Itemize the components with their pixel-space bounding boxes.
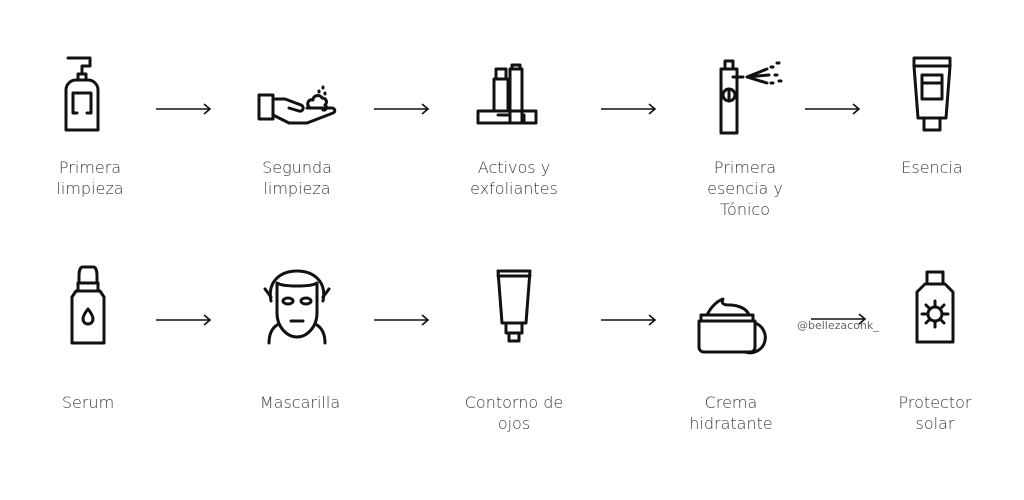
label-line: Contorno de [464,393,564,412]
step-label: Serum [8,392,168,413]
cream-jar-icon [695,285,775,365]
label-line: exfoliantes [470,179,558,198]
step-label: Primera limpieza [10,157,170,199]
label-line: Esencia [901,158,963,177]
dropper-bottle-icon [48,265,128,345]
arrow-icon [811,310,867,325]
label-line: Crema [704,393,758,412]
label-line: Primera [58,158,122,177]
step-label: Activos y exfoliantes [434,157,594,199]
step-label: Crema hidratante [651,392,811,434]
sunscreen-bottle-icon [895,268,975,348]
label-line: hidratante [689,414,773,433]
label-line: esencia y [707,179,783,198]
pump-bottle-icon [50,55,130,135]
arrow-icon [156,311,212,326]
step-label: Esencia [852,157,1012,178]
bottles-icon [474,55,554,135]
hand-foam-icon [257,55,337,135]
step-label: Primera esencia y Tónico [665,157,825,220]
arrow-icon [805,100,861,115]
eye-contour-tube-icon [474,268,554,348]
label-line: Segunda [262,158,332,177]
arrow-icon [601,100,657,115]
label-line: solar [915,414,955,433]
arrow-icon [374,100,430,115]
label-line: Protector [898,393,972,412]
arrow-icon [601,311,657,326]
label-line: Tónico [719,200,770,219]
step-label: Mascarilla [220,392,380,413]
watermark: @bellezaconk_ [797,319,879,332]
label-line: limpieza [263,179,331,198]
label-line: Mascarilla [259,393,341,412]
step-label: Protector solar [855,392,1015,434]
step-label: Contorno de ojos [434,392,594,434]
label-line: limpieza [56,179,124,198]
step-label: Segunda limpieza [217,157,377,199]
spray-bottle-icon [705,55,785,135]
arrow-icon [156,100,212,115]
label-line: Activos y [477,158,551,177]
label-line: Serum [61,393,115,412]
label-line: Primera [713,158,777,177]
face-mask-icon [257,265,337,345]
tube-icon [892,55,972,135]
label-line: ojos [497,414,531,433]
arrow-icon [374,311,430,326]
